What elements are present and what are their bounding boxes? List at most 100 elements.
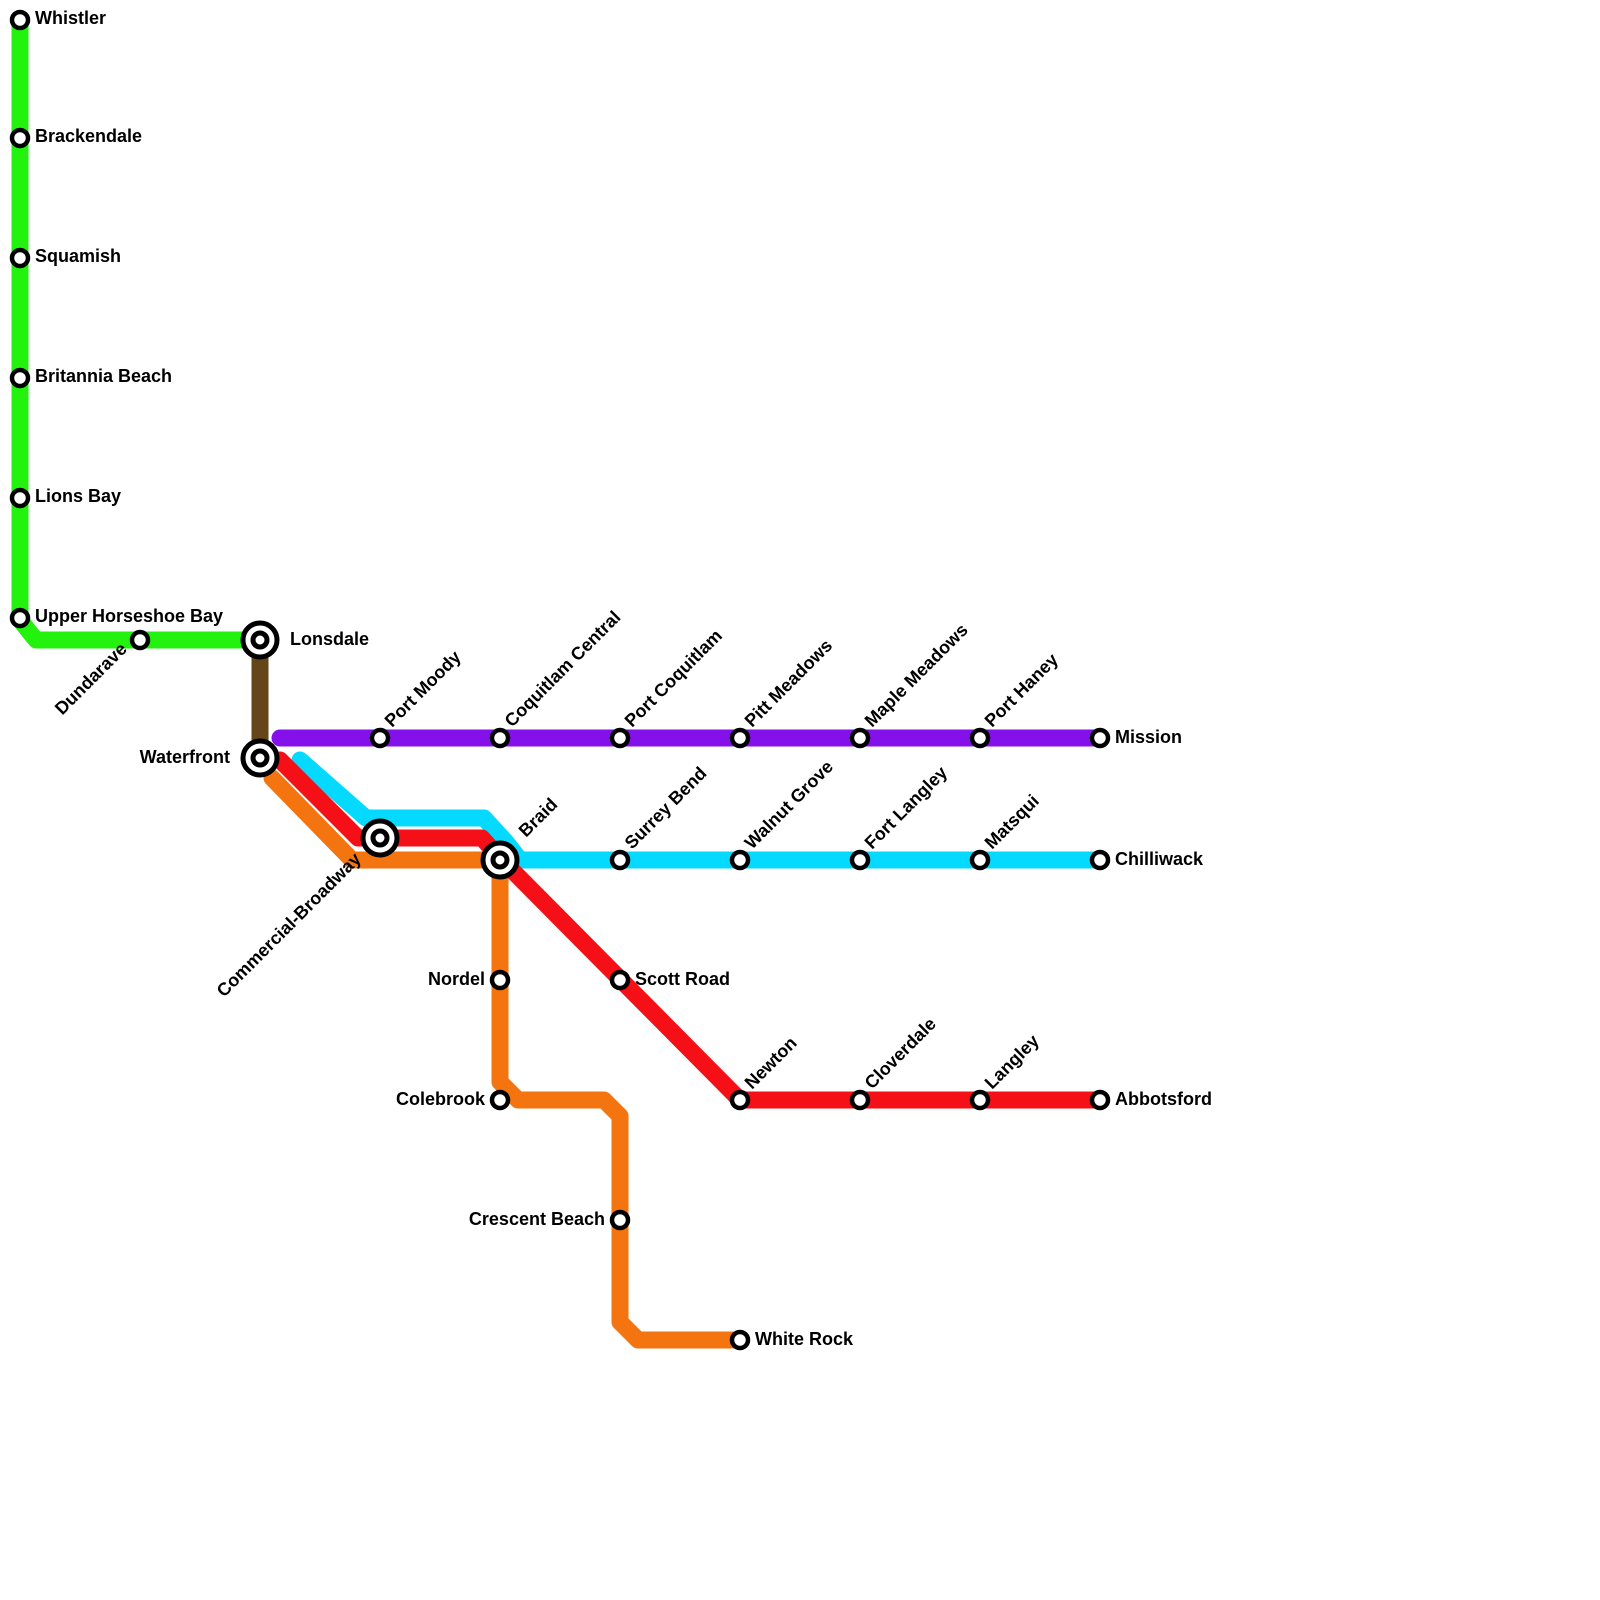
- station-port-coquitlam[interactable]: [609, 727, 631, 749]
- station-port-moody[interactable]: [369, 727, 391, 749]
- stop-marker: [9, 367, 31, 389]
- station-port-haney[interactable]: [969, 727, 991, 749]
- label-upper-horseshoe-bay: Upper Horseshoe Bay: [35, 606, 223, 626]
- station-waterfront[interactable]: [240, 738, 280, 778]
- stop-marker: [729, 849, 751, 871]
- station-scott-road[interactable]: [609, 969, 631, 991]
- station-upper-horseshoe-bay[interactable]: [9, 607, 31, 629]
- stop-marker: [969, 1089, 991, 1111]
- station-brackendale[interactable]: [9, 127, 31, 149]
- station-whistler[interactable]: [9, 9, 31, 31]
- label-abbotsford: Abbotsford: [1115, 1089, 1212, 1109]
- stop-marker: [969, 849, 991, 871]
- stop-marker: [609, 849, 631, 871]
- label-squamish: Squamish: [35, 246, 121, 266]
- stop-marker: [489, 1089, 511, 1111]
- interchange-inner-marker: [250, 630, 270, 650]
- label-braid: Braid: [515, 794, 562, 841]
- label-langley: Langley: [981, 1031, 1043, 1093]
- label-brackendale: Brackendale: [35, 126, 142, 146]
- label-fort-langley: Fort Langley: [861, 762, 952, 853]
- station-pitt-meadows[interactable]: [729, 727, 751, 749]
- station-matsqui[interactable]: [969, 849, 991, 871]
- label-port-coquitlam: Port Coquitlam: [621, 625, 726, 730]
- station-maple-meadows[interactable]: [849, 727, 871, 749]
- label-colebrook: Colebrook: [396, 1089, 486, 1109]
- label-cloverdale: Cloverdale: [861, 1014, 940, 1093]
- label-whistler: Whistler: [35, 8, 106, 28]
- stop-marker: [9, 607, 31, 629]
- stop-marker: [849, 727, 871, 749]
- stop-marker: [609, 969, 631, 991]
- stop-marker: [369, 727, 391, 749]
- station-cloverdale[interactable]: [849, 1089, 871, 1111]
- label-mission: Mission: [1115, 727, 1182, 747]
- green-line: [11, 11, 269, 649]
- orange-line: [263, 769, 749, 1349]
- station-white-rock[interactable]: [729, 1329, 751, 1351]
- station-surrey-bend[interactable]: [609, 849, 631, 871]
- station-mission[interactable]: [1089, 727, 1111, 749]
- station-langley[interactable]: [969, 1089, 991, 1111]
- station-colebrook[interactable]: [489, 1089, 511, 1111]
- station-squamish[interactable]: [9, 247, 31, 269]
- station-coquitlam-central[interactable]: [489, 727, 511, 749]
- stop-marker: [1089, 1089, 1111, 1111]
- label-dundarave: Dundarave: [51, 639, 131, 719]
- label-britannia-beach: Britannia Beach: [35, 366, 172, 386]
- label-port-haney: Port Haney: [981, 649, 1062, 730]
- label-crescent-beach: Crescent Beach: [469, 1209, 605, 1229]
- stop-marker: [729, 1329, 751, 1351]
- stations: [9, 9, 1111, 1351]
- stop-marker: [849, 849, 871, 871]
- stop-marker: [729, 727, 751, 749]
- label-pitt-meadows: Pitt Meadows: [741, 635, 836, 730]
- stop-marker: [969, 727, 991, 749]
- stop-marker: [849, 1089, 871, 1111]
- stop-marker: [729, 1089, 751, 1111]
- station-walnut-grove[interactable]: [729, 849, 751, 871]
- label-coquitlam-central: Coquitlam Central: [501, 607, 625, 731]
- stop-marker: [609, 1209, 631, 1231]
- label-port-moody: Port Moody: [381, 647, 465, 731]
- station-braid[interactable]: [480, 840, 520, 880]
- station-newton[interactable]: [729, 1089, 751, 1111]
- stop-marker: [609, 727, 631, 749]
- station-lonsdale[interactable]: [240, 620, 280, 660]
- label-matsqui: Matsqui: [981, 791, 1043, 853]
- label-surrey-bend: Surrey Bend: [621, 763, 711, 853]
- interchange-inner-marker: [490, 850, 510, 870]
- label-lonsdale: Lonsdale: [290, 629, 369, 649]
- label-walnut-grove: Walnut Grove: [741, 756, 837, 852]
- station-commercial-broadway[interactable]: [360, 818, 400, 858]
- stop-marker: [489, 969, 511, 991]
- label-waterfront: Waterfront: [140, 747, 230, 767]
- stop-marker: [9, 247, 31, 269]
- stop-marker: [9, 9, 31, 31]
- station-fort-langley[interactable]: [849, 849, 871, 871]
- stop-marker: [9, 487, 31, 509]
- label-nordel: Nordel: [428, 969, 485, 989]
- station-crescent-beach[interactable]: [609, 1209, 631, 1231]
- label-scott-road: Scott Road: [635, 969, 730, 989]
- station-abbotsford[interactable]: [1089, 1089, 1111, 1111]
- label-white-rock: White Rock: [755, 1329, 854, 1349]
- stop-marker: [129, 629, 151, 651]
- interchange-inner-marker: [370, 828, 390, 848]
- interchange-inner-marker: [250, 748, 270, 768]
- stop-marker: [489, 727, 511, 749]
- station-dundarave[interactable]: [129, 629, 151, 651]
- stop-marker: [1089, 727, 1111, 749]
- station-lions-bay[interactable]: [9, 487, 31, 509]
- label-newton: Newton: [741, 1033, 801, 1093]
- label-chilliwack: Chilliwack: [1115, 849, 1204, 869]
- stop-marker: [1089, 849, 1111, 871]
- stop-marker: [9, 127, 31, 149]
- label-lions-bay: Lions Bay: [35, 486, 121, 506]
- station-britannia-beach[interactable]: [9, 367, 31, 389]
- label-maple-meadows: Maple Meadows: [861, 620, 972, 731]
- label-commercial-broadway: Commercial-Broadway: [213, 849, 365, 1001]
- station-nordel[interactable]: [489, 969, 511, 991]
- station-chilliwack[interactable]: [1089, 849, 1111, 871]
